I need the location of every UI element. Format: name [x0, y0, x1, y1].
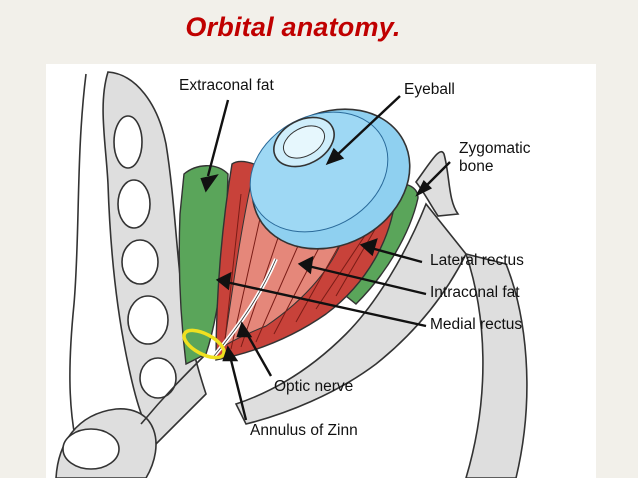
slide-title: Orbital anatomy.: [185, 12, 401, 42]
orbital-anatomy-figure: Extraconal fat Eyeball Zygomatic bone La…: [46, 64, 596, 478]
zygomatic-bone: [414, 151, 460, 217]
label-lateral-rectus: Lateral rectus: [430, 252, 524, 269]
optic-canal: [140, 353, 207, 425]
sphenoid-sinus: [62, 428, 120, 470]
annulus-of-zinn-ring: [182, 328, 226, 360]
ethmoid-air-cells: [113, 115, 177, 399]
label-optic-nerve: Optic nerve: [274, 378, 354, 395]
label-extraconal-fat: Extraconal fat: [179, 77, 274, 94]
label-medial-rectus: Medial rectus: [430, 316, 523, 333]
orbit-illustration: [55, 71, 528, 478]
label-zygomatic-bone-line2: bone: [459, 158, 494, 175]
extraconal-fat: [178, 165, 229, 366]
label-annulus-of-zinn: Annulus of Zinn: [250, 422, 358, 439]
temporal-bone: [464, 252, 528, 478]
skull-outline: [69, 73, 87, 478]
label-eyeball: Eyeball: [404, 81, 455, 98]
eyeball: [249, 108, 411, 250]
label-zygomatic-bone-line1: Zygomatic: [459, 140, 531, 157]
label-intraconal-fat: Intraconal fat: [430, 284, 520, 301]
label-arrows: [200, 95, 451, 421]
